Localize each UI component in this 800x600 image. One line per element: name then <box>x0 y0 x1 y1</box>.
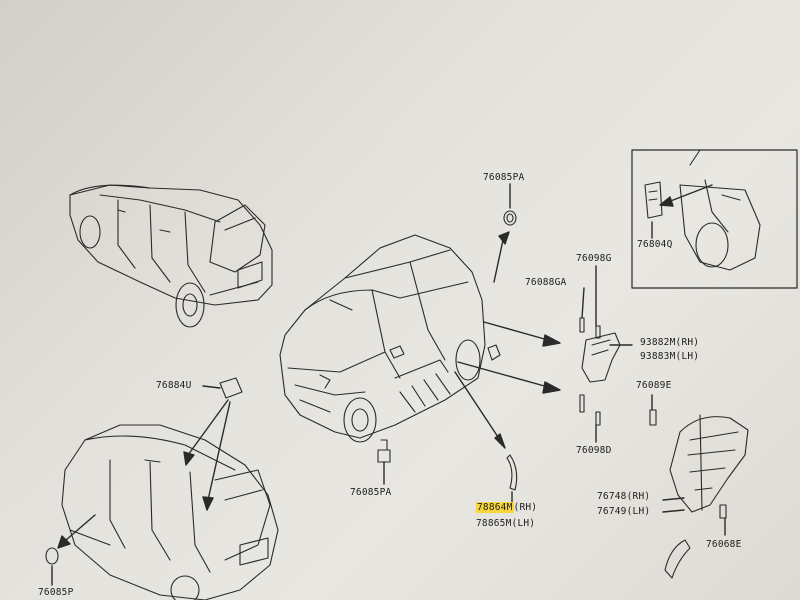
part-label-76098d: 76098D <box>576 446 612 456</box>
part-label-76085pa-bottom: 76085PA <box>350 488 391 498</box>
part-label-76085pa-top: 76085PA <box>483 173 524 183</box>
part-number: 76098D <box>576 445 612 456</box>
part-label-76748: 76748(RH) <box>597 492 650 502</box>
detail-inset <box>631 149 798 289</box>
part-number: 78865M <box>476 518 512 529</box>
leader-lines <box>51 183 726 586</box>
part-number: 76088GA <box>525 277 567 288</box>
part-number: 76804Q <box>637 239 673 250</box>
part-number: 93883M <box>640 351 676 362</box>
part-label-78865m: 78865M(LH) <box>476 519 535 529</box>
part-number: 93882M <box>640 337 676 348</box>
part-number: 76098G <box>576 253 612 264</box>
part-label-76098g: 76098G <box>576 254 612 264</box>
part-label-76088ga: 76088GA <box>525 278 566 288</box>
part-number: 76884U <box>156 380 192 391</box>
part-number: 76749 <box>597 506 627 517</box>
part-number: 76748 <box>597 491 627 502</box>
part-side: (RH) <box>626 491 651 502</box>
part-number: 76085P <box>38 587 74 598</box>
part-number: 76085PA <box>350 487 392 498</box>
part-label-76804q: 76804Q <box>637 240 673 250</box>
car-front-view-center <box>279 234 486 443</box>
part-side: (LH) <box>626 506 651 517</box>
small-parts <box>45 210 749 579</box>
part-number: 76068E <box>706 539 742 550</box>
part-label-93882m: 93882M(RH) <box>640 338 699 348</box>
part-label-76884u: 76884U <box>156 381 192 391</box>
part-side: (RH) <box>675 337 700 348</box>
part-label-78864m: 78864M(RH) <box>476 502 538 513</box>
car-rear-view-bottom-left <box>61 424 279 600</box>
part-number: 76089E <box>636 380 672 391</box>
part-number-highlighted: 78864M <box>476 502 514 513</box>
part-side: (RH) <box>513 502 538 513</box>
part-label-76089e: 76089E <box>636 381 672 391</box>
part-number: 76085PA <box>483 172 525 183</box>
part-label-76749: 76749(LH) <box>597 507 650 517</box>
part-side: (LH) <box>511 518 536 529</box>
part-label-76085p: 76085P <box>38 588 74 598</box>
car-rear-view-top-left <box>69 184 273 328</box>
part-label-76068e: 76068E <box>706 540 742 550</box>
part-side: (LH) <box>675 351 700 362</box>
part-label-93883m: 93883M(LH) <box>640 352 699 362</box>
